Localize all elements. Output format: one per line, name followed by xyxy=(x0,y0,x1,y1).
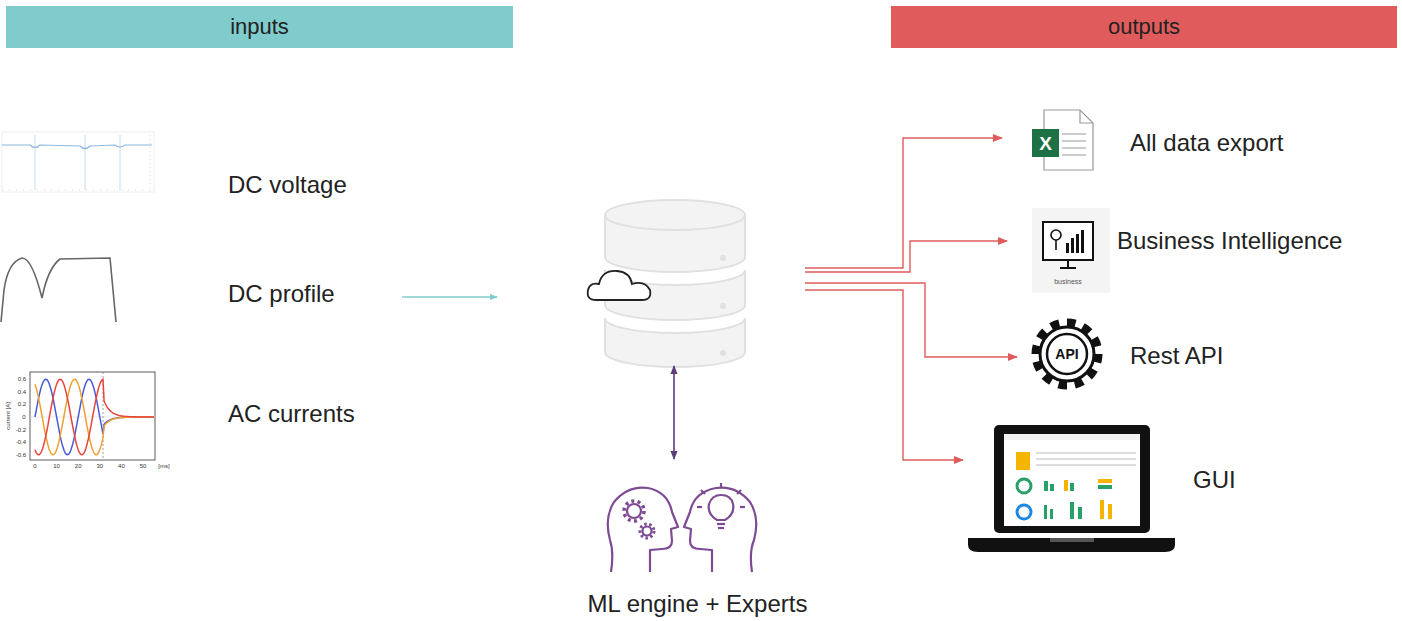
ml-engine-node: ML engine + Experts xyxy=(560,462,835,620)
ac-currents-chart xyxy=(30,372,155,460)
input-item: DC voltage xyxy=(0,125,398,201)
input-item: DC profile xyxy=(0,250,398,330)
node-label: Rest API xyxy=(1130,342,1223,370)
connector-arrow xyxy=(402,296,497,298)
tick-label: 0.4 xyxy=(18,389,26,395)
output-item: All data export xyxy=(1005,105,1335,175)
node-label: inputs xyxy=(230,13,289,41)
connector-arrow xyxy=(805,290,963,460)
node-label: Business Intelligence xyxy=(1117,227,1342,255)
tick-label: 50 xyxy=(140,463,147,469)
tick-label: 30 xyxy=(96,463,103,469)
cloud-icon xyxy=(588,271,651,300)
connector-arrow xyxy=(805,283,1017,357)
tick-label: 40 xyxy=(118,463,125,469)
connector-arrow xyxy=(673,366,675,459)
excel-icon xyxy=(1032,110,1093,170)
tick-label: 0.6 xyxy=(18,376,26,382)
tick-label: 10 xyxy=(53,463,60,469)
tick-label: -0.4 xyxy=(16,439,26,445)
tick-label: 0 xyxy=(33,463,36,469)
node-label: outputs xyxy=(1108,13,1180,41)
icon-caption: business xyxy=(1054,278,1082,285)
node-label: All data export xyxy=(1130,129,1283,157)
input-item: AC currents xyxy=(0,365,398,475)
current-wave xyxy=(35,379,154,454)
tick-label: -0.6 xyxy=(16,452,26,458)
node-label: GUI xyxy=(1193,466,1236,494)
database-node xyxy=(500,195,805,370)
connector-arrow xyxy=(805,138,1002,268)
excel-letter: X xyxy=(1039,134,1052,153)
axis-title: current [A] xyxy=(5,402,11,430)
tick-label: 20 xyxy=(75,463,82,469)
connector-arrow xyxy=(805,241,1007,272)
output-item: Rest API xyxy=(1020,315,1250,395)
current-wave xyxy=(35,379,154,455)
ml-experts-icon xyxy=(608,483,757,572)
section-band: outputs xyxy=(891,6,1397,48)
node-label: DC profile xyxy=(228,280,335,308)
dc-voltage-chart xyxy=(2,132,154,192)
current-wave xyxy=(35,379,154,454)
tick-label: -0.2 xyxy=(16,427,26,433)
output-item: GUI xyxy=(966,420,1256,555)
api-text: API xyxy=(1055,347,1078,361)
tick-label: 0 xyxy=(22,414,25,420)
laptop-icon xyxy=(968,425,1175,552)
tick-label: 0.2 xyxy=(18,401,26,407)
node-label: ML engine + Experts xyxy=(588,590,808,618)
node-label: DC voltage xyxy=(228,171,347,199)
node-label: AC currents xyxy=(228,400,355,428)
bi-icon xyxy=(1032,208,1110,293)
api-gear-icon xyxy=(1036,323,1098,385)
dc-profile-curve xyxy=(1,258,116,322)
output-item: Business Intelligence xyxy=(1010,205,1390,290)
section-band: inputs xyxy=(6,6,513,48)
axis-unit: [ms] xyxy=(158,463,169,469)
